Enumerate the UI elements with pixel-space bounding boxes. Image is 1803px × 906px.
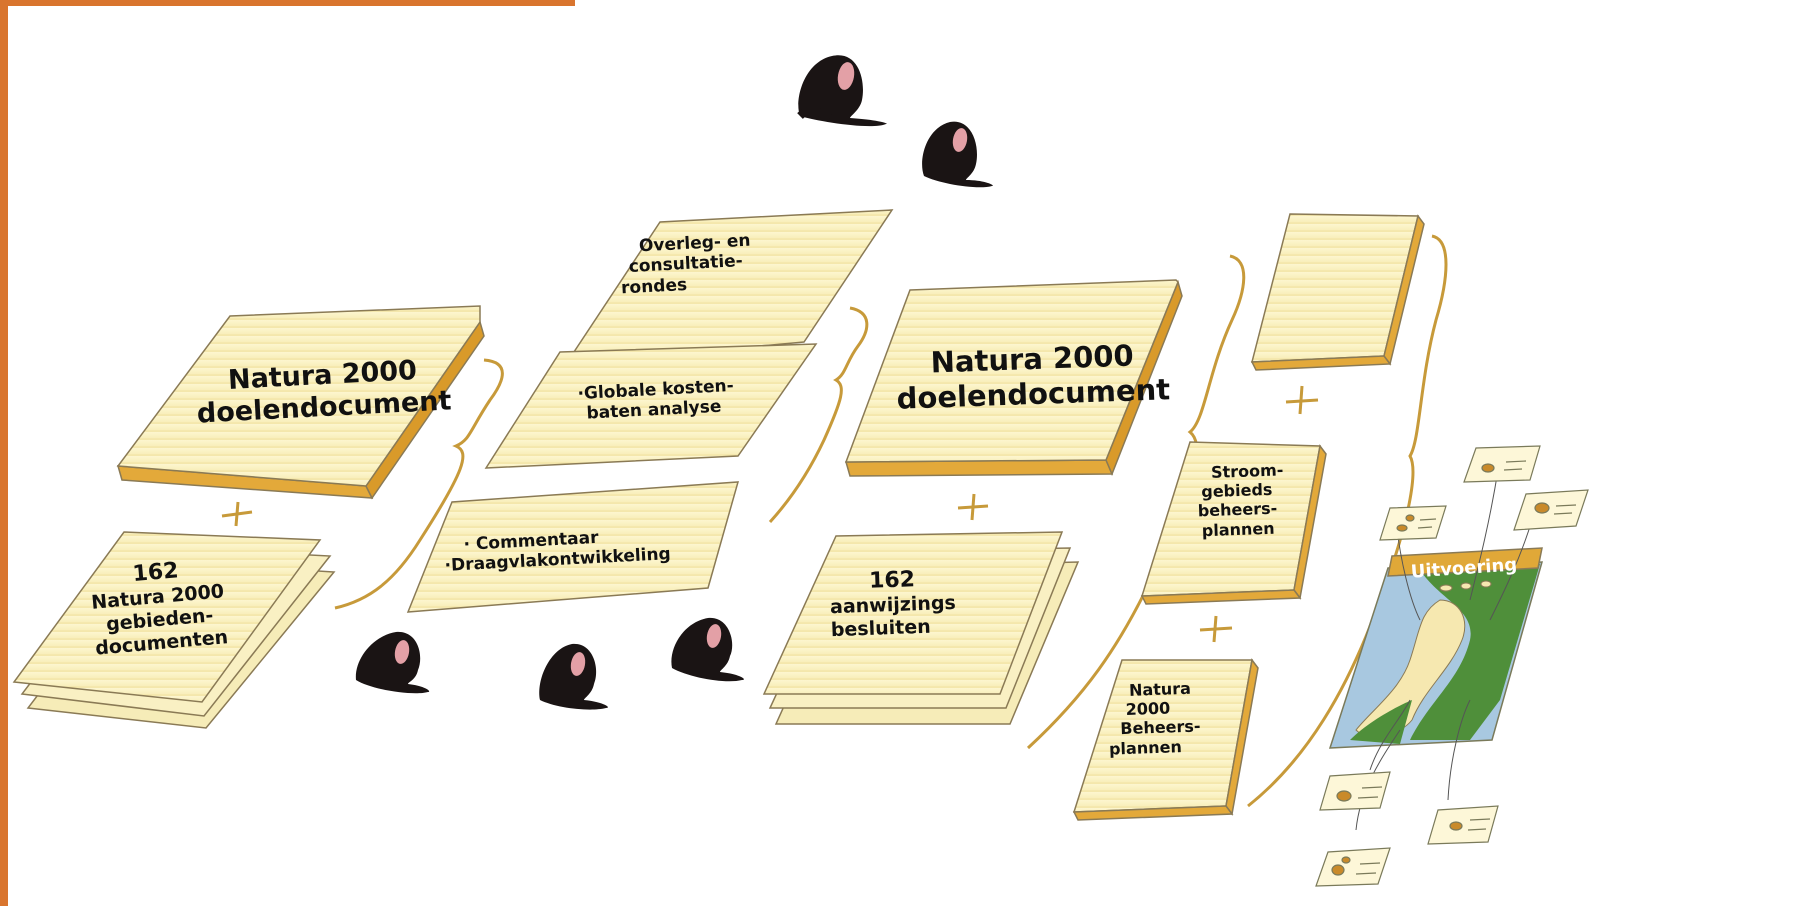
- book-icon: [1250, 213, 1425, 371]
- stroom-line4: plannen: [1201, 518, 1275, 540]
- doc-left-label: Natura 2000 doelendocument: [194, 353, 452, 431]
- beheer-line1: Natura: [1128, 678, 1192, 700]
- mini-card-icon: [1379, 505, 1447, 541]
- book-icon: [844, 279, 1183, 477]
- brace-icon: [1247, 234, 1448, 808]
- stroom-label: Stroom- gebieds beheers- plannen: [1189, 460, 1286, 540]
- brace-icon: [768, 306, 869, 524]
- book-icon: [1072, 658, 1259, 821]
- mini-card-icon: [1319, 771, 1391, 811]
- gebieden-label: 162 Natura 2000 gebieden- documenten: [88, 554, 229, 660]
- mini-card-icon: [1427, 805, 1499, 845]
- overleg-label: Overleg- en consultatie- rondes: [618, 231, 753, 299]
- map-icon: [1328, 547, 1544, 749]
- person-icon: [355, 631, 430, 694]
- beheer-label: Natura 2000 Beheers- plannen: [1107, 678, 1202, 758]
- person-icon: [922, 121, 993, 188]
- besluiten-line3: besluiten: [830, 615, 932, 642]
- plus-icon-mid: [957, 493, 989, 521]
- beheer-line3: Beheers-: [1120, 716, 1201, 739]
- brace-icon: [1026, 254, 1246, 750]
- brace-icon: [334, 358, 504, 610]
- person-icon: [797, 55, 887, 127]
- mini-card-icon: [1513, 489, 1589, 531]
- book-icon: [116, 305, 485, 500]
- paper-stack-icon: [762, 531, 1080, 725]
- besluiten-line2: aanwijzings: [829, 592, 957, 619]
- plus-icon-right-2: [1199, 615, 1233, 643]
- mini-card-icon: [1315, 847, 1391, 887]
- plus-icon-left: [221, 501, 253, 527]
- uitvoering-banner: [1387, 547, 1543, 577]
- besluiten-label: 162 aanwijzings besluiten: [829, 566, 957, 642]
- paper-stack-icon: [12, 531, 336, 729]
- mini-card-icon: [1463, 445, 1541, 483]
- globale-paper: [484, 343, 818, 469]
- book-icon: [1140, 441, 1327, 605]
- beheer-line4: plannen: [1108, 736, 1183, 759]
- person-icon: [539, 643, 608, 710]
- plus-icon-right-1: [1285, 385, 1319, 415]
- globale-label: ·Globale kosten- baten analyse: [577, 376, 735, 425]
- person-icon: [671, 617, 744, 682]
- commentaar-paper: [406, 481, 740, 613]
- doc-right-label: Natura 2000 doelendocument: [895, 337, 1171, 416]
